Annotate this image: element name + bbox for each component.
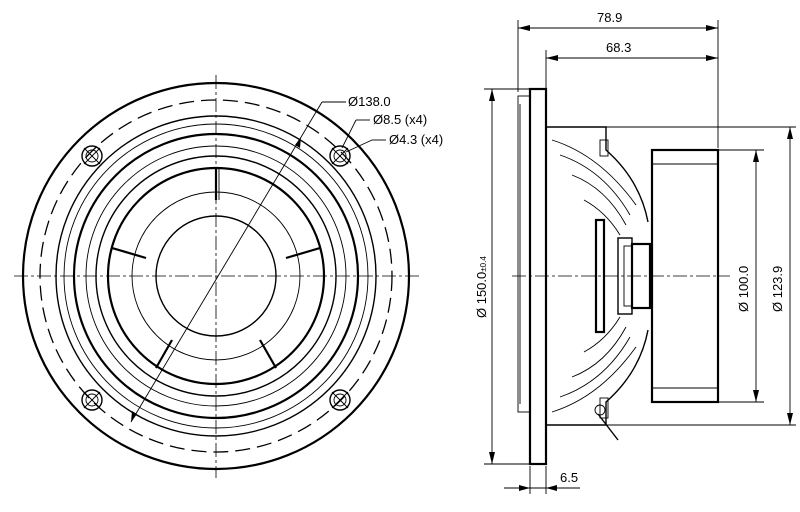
frame-diameter-dimension: Ø 150.0±0.4 <box>474 88 530 465</box>
cone-ribs <box>111 168 321 369</box>
back-plate <box>594 218 652 334</box>
magnet-diameter-label: Ø 100.0 <box>736 266 751 312</box>
mount-hole-top-right <box>329 145 351 167</box>
cone-outer <box>95 155 337 397</box>
basket-diameter-label: Ø 123.9 <box>770 266 785 312</box>
depth-behind-flange-dimension: 68.3 <box>545 40 718 92</box>
frame-inner-edge <box>55 115 377 437</box>
front-view: Ø138.0 Ø8.5 (x4) Ø4.3 (x4) <box>14 75 443 478</box>
frame-diameter-label: Ø 150.0±0.4 <box>474 256 489 318</box>
flange-thickness-label: 6.5 <box>560 470 578 485</box>
rib-left <box>111 246 147 260</box>
mount-hole-label: Ø8.5 (x4) <box>373 112 427 127</box>
mount-hole-bottom-left <box>81 389 103 411</box>
rib-bottom-right <box>259 339 277 369</box>
hole-leaders: Ø8.5 (x4) Ø4.3 (x4) <box>341 112 443 153</box>
screw-hole-label: Ø4.3 (x4) <box>389 132 443 147</box>
magnet <box>650 148 720 404</box>
surround-outer <box>63 123 369 429</box>
frame-outer-edge <box>21 81 411 471</box>
terminals <box>594 139 619 441</box>
basket <box>546 126 649 426</box>
cutout-diameter-dimension: Ø138.0 <box>130 94 391 423</box>
mount-hole-bottom-right <box>329 389 351 411</box>
rib-right <box>285 246 321 260</box>
frame-diameter-tolerance: ±0.4 <box>479 256 488 272</box>
surround-mid <box>72 132 360 420</box>
overall-depth-dimension: 78.9 <box>517 10 719 148</box>
magnet-diameter-dimension: Ø 100.0 <box>718 149 764 403</box>
flange-thickness-dimension: 6.5 <box>504 466 580 494</box>
basket-diameter-dimension: Ø 123.9 <box>606 126 796 426</box>
rib-bottom-left <box>155 339 173 369</box>
cutout-diameter-label: Ø138.0 <box>348 94 391 109</box>
dust-cap <box>155 215 277 337</box>
flange <box>528 87 548 466</box>
depth-behind-flange-label: 68.3 <box>606 40 631 55</box>
mounting-holes <box>81 145 351 411</box>
bolt-circle <box>39 99 393 453</box>
gasket <box>517 95 531 413</box>
mount-hole-top-left <box>81 145 103 167</box>
side-view: 78.9 68.3 6.5 Ø 150.0±0.4 <box>474 10 796 494</box>
overall-depth-label: 78.9 <box>597 10 622 25</box>
frame-diameter-main: Ø 150.0 <box>474 272 489 318</box>
surround-inner <box>85 145 347 407</box>
